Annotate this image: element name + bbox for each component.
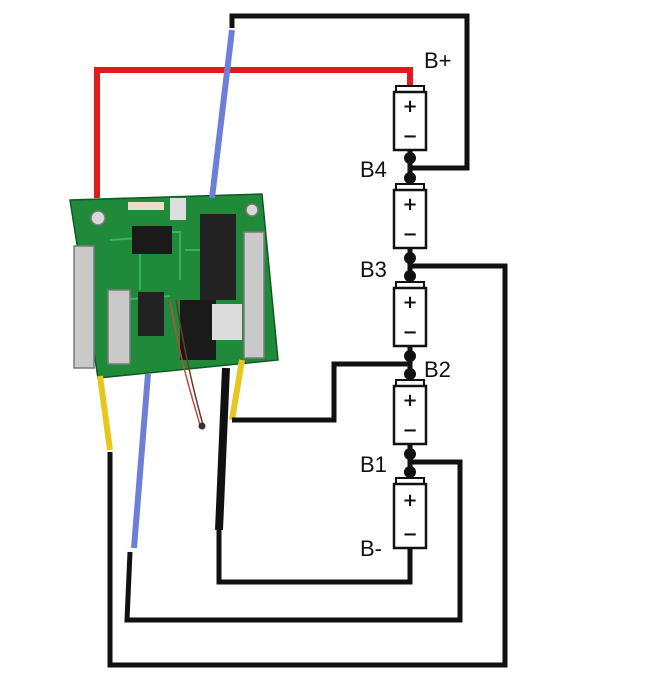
wire-b2 (232, 361, 410, 423)
board-ic (138, 292, 164, 336)
board-component (170, 198, 186, 220)
node-dot-b4b (404, 172, 416, 184)
battery-cell: + − (392, 477, 428, 550)
node-dot-b1 (404, 448, 416, 460)
board-hole (90, 210, 106, 226)
battery-cell: + − (392, 379, 428, 446)
battery-cell: + − (392, 183, 428, 250)
black-wire-thick (215, 367, 230, 531)
label-b-plus: B+ (424, 48, 452, 73)
board-tab (73, 245, 95, 369)
node-dot-b3 (404, 252, 416, 264)
yellow-wire-right (229, 359, 245, 421)
board-ic (132, 226, 172, 254)
thermistor-wire (175, 299, 204, 426)
wire-b1 (124, 459, 463, 623)
board-component (128, 202, 164, 210)
node-dot-b1b (404, 466, 416, 478)
cell-plus-sign: + (402, 490, 417, 511)
cell-minus-sign: − (402, 126, 417, 147)
board-wires (94, 29, 413, 549)
label-b-minus: B- (360, 536, 382, 561)
blue-wire-top (209, 29, 235, 199)
yellow-wire-left (97, 375, 113, 451)
cell-plus-sign: + (402, 96, 417, 117)
node-dot-b2 (404, 350, 416, 362)
thermistor-wire (169, 299, 201, 426)
node-labels: B+ B4 B3 B2 B1 B- (360, 48, 452, 561)
blue-wire-bottom (131, 373, 151, 549)
wire-b3 (107, 263, 508, 668)
cell-plus-sign: + (402, 390, 417, 411)
label-b3: B3 (360, 257, 387, 282)
label-b2: B2 (424, 357, 451, 382)
board-ic (200, 214, 236, 300)
cell-plus-sign: + (402, 292, 417, 313)
cell-plus-sign: + (402, 194, 417, 215)
bms-board (69, 193, 279, 430)
board-hole (245, 203, 259, 217)
board-tab (107, 289, 131, 365)
node-dot-b4 (404, 152, 416, 164)
thermistor (198, 422, 206, 430)
board-component (212, 304, 242, 340)
board-tab (243, 231, 265, 359)
node-dot-b2b (404, 368, 416, 380)
red-wire (94, 67, 413, 198)
battery-stack: + − + − + − + − + − (392, 85, 428, 550)
cell-minus-sign: − (402, 420, 417, 441)
label-b1: B1 (360, 452, 387, 477)
cell-minus-sign: − (402, 224, 417, 245)
battery-cell: + − (392, 85, 428, 152)
wire-b4 (229, 13, 470, 171)
battery-cell: + − (392, 281, 428, 348)
label-b4: B4 (360, 157, 387, 182)
wire-b-minus (216, 530, 413, 585)
cell-minus-sign: − (402, 524, 417, 545)
cell-minus-sign: − (402, 322, 417, 343)
black-connections (107, 13, 508, 668)
node-dot-b3b (404, 270, 416, 282)
